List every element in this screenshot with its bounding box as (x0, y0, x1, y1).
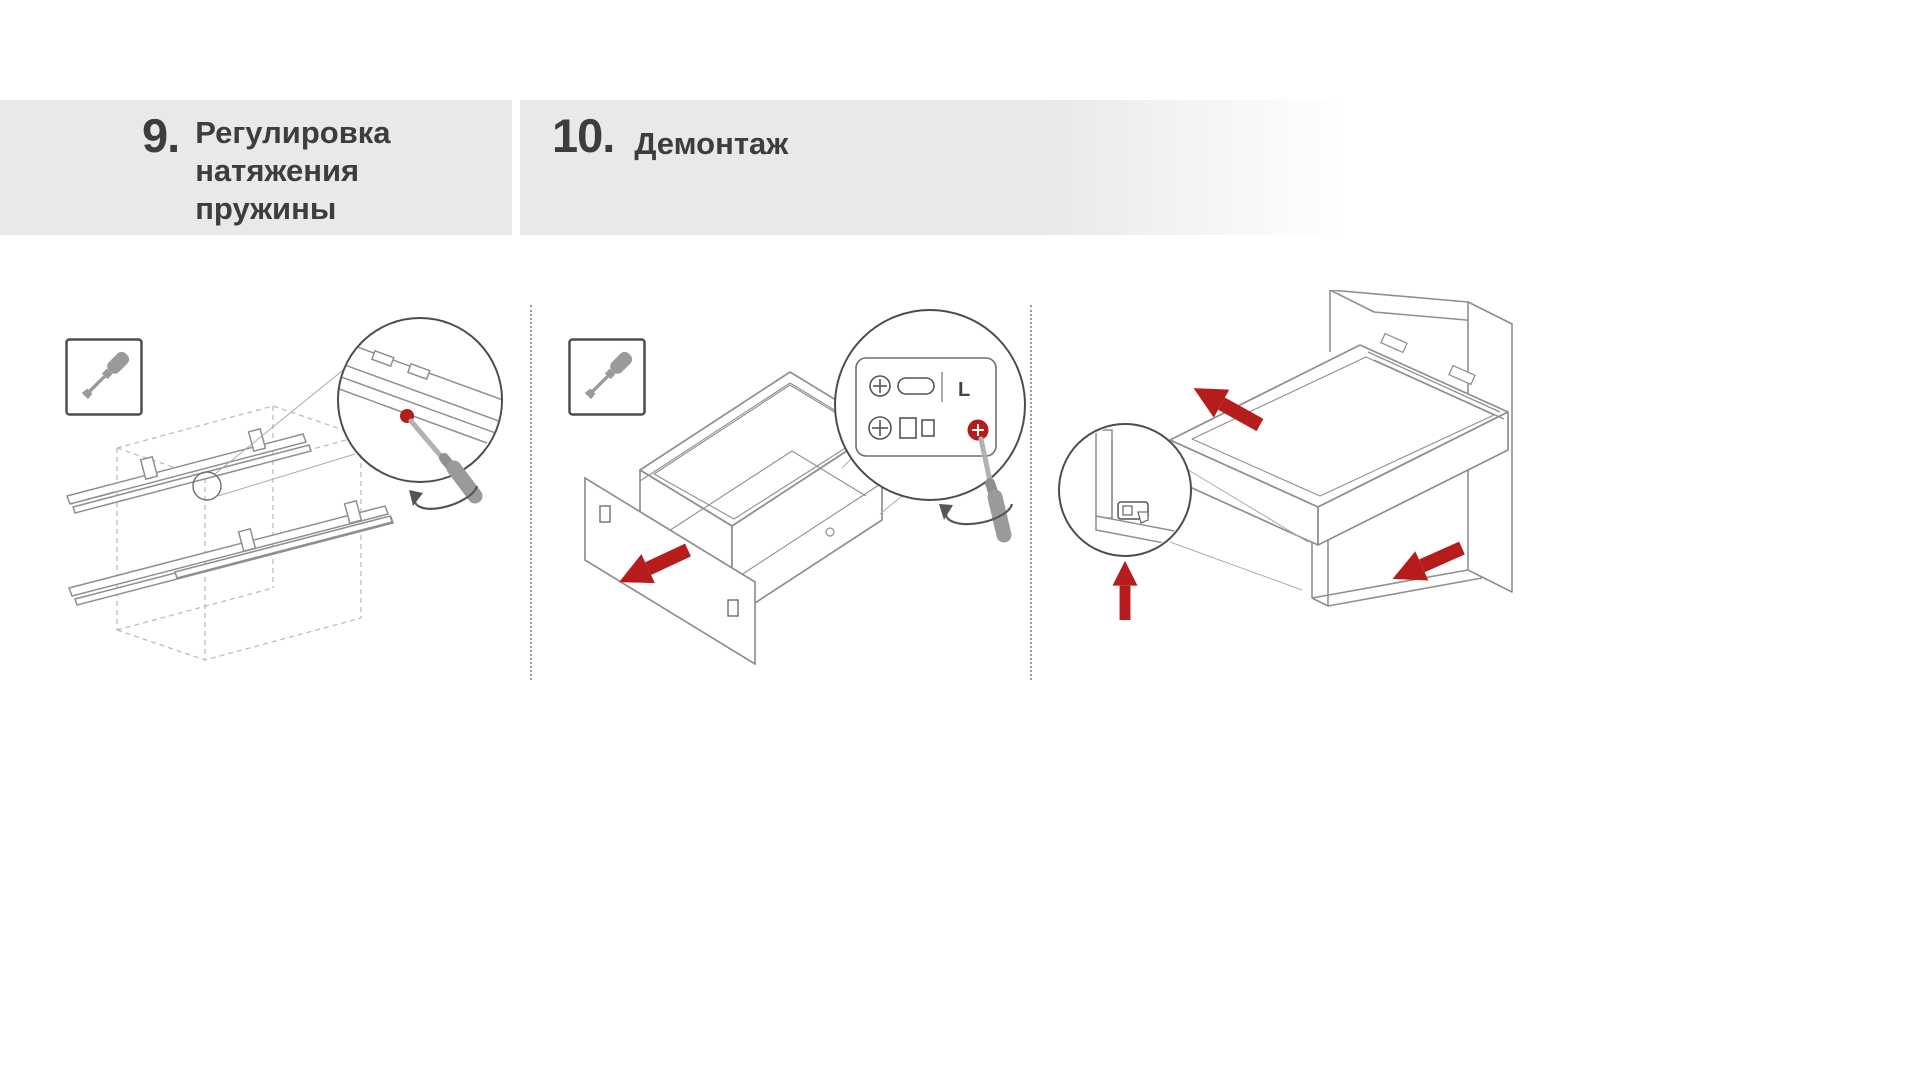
release-arrow-up (1112, 560, 1138, 620)
front-panel (584, 476, 756, 666)
pull-arrow-bottom (1392, 541, 1465, 581)
drawer-slide-right (68, 499, 394, 606)
slide-rails (1367, 332, 1505, 420)
screwdriver-icon (65, 338, 143, 416)
header-band-step10 (520, 100, 1420, 235)
step9-title-line1: Регулировка (195, 115, 391, 150)
pull-arrow-top (1193, 388, 1264, 432)
step9-header: 9. Регулировка натяжения пружины (142, 112, 391, 227)
screwdriver-tool (408, 418, 483, 504)
zoom-leader-lines (1169, 467, 1309, 591)
rotation-arrow (409, 485, 479, 510)
rotation-arrow (939, 503, 1014, 526)
screwdriver-icon (568, 338, 646, 416)
latch-detail (1095, 429, 1181, 547)
panel-separator-2 (1030, 305, 1032, 680)
drawer (1169, 344, 1509, 546)
drawer-slide-left (66, 427, 312, 514)
plate-top-row (869, 372, 943, 402)
drawer-bottom-detail (339, 339, 501, 444)
remove-arrow (619, 543, 691, 584)
step9-title-line3: пружины (195, 190, 337, 226)
magnified-spot-marker (192, 471, 222, 501)
step9-title: Регулировка натяжения пружины (195, 114, 390, 227)
step10-number: 10. (552, 109, 615, 162)
panel2-illustration: L (568, 309, 1026, 666)
plate-bottom-row (868, 416, 935, 440)
panel1-illustration (65, 317, 503, 661)
header-band-step9 (0, 100, 512, 235)
zoom-circle: L (834, 309, 1026, 543)
red-screw-cross (972, 424, 984, 436)
latch-bracket (1117, 501, 1149, 524)
panel-separator-1 (530, 305, 532, 680)
zoom-circle (1058, 423, 1192, 557)
step10-header: 10. Демонтаж (552, 112, 788, 163)
step9-number: 9. (142, 109, 180, 162)
adjustment-plate (855, 357, 997, 457)
step9-title-line2: натяжения (195, 152, 360, 188)
zoom-circle (337, 317, 503, 510)
left-position-label: L (958, 379, 970, 401)
zoom-leader-lines (214, 361, 356, 497)
panel3-illustration (1058, 290, 1513, 620)
cabinet (1311, 290, 1513, 607)
step10-title: Демонтаж (634, 126, 789, 161)
